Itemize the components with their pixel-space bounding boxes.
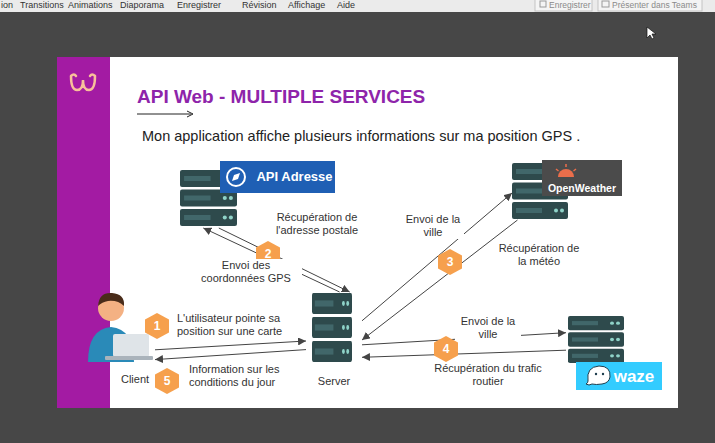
slide: [57, 57, 678, 408]
edge-label: L'utilisateur pointe sa position sur une…: [176, 312, 312, 338]
waze-eye: [595, 373, 597, 375]
waze-icon: [586, 366, 610, 385]
node-text: waze: [606, 362, 662, 392]
menu-item: Aide: [337, 0, 355, 11]
connector-arrow: [155, 341, 306, 350]
openweather-ray: [565, 164, 567, 167]
openweather-label-box: [542, 160, 622, 196]
connector-arrow: [155, 350, 306, 360]
subtitle: Mon application affiche plusieurs inform…: [142, 128, 580, 145]
edge-label: Envoi de la ville: [402, 213, 464, 239]
mouse-cursor: [647, 27, 656, 39]
edge-label: Récupération de l'adresse postale: [268, 211, 366, 237]
person-hair: [98, 293, 124, 306]
node-text: API Adresse: [254, 161, 335, 193]
laptop-screen: [113, 334, 149, 357]
laptop-base: [105, 356, 153, 360]
button-label: Enregistrer: [549, 0, 591, 11]
compass-needle: [232, 173, 240, 181]
connector-arrow: [362, 193, 512, 321]
edge-label: Envoi de la ville: [455, 315, 521, 341]
edge-label: Récupération de la météo: [497, 242, 581, 268]
connector-arrow: [362, 350, 566, 357]
title-arrow-head: [187, 111, 193, 117]
node-text: Server: [306, 375, 362, 388]
menu-item: Transitions: [20, 0, 64, 11]
menu-item: Révision: [242, 0, 277, 11]
waze-eye: [602, 373, 604, 375]
service-node: waze: [566, 316, 663, 392]
save-button: [535, 0, 592, 11]
teams-icon: [602, 1, 609, 7]
edge-label: Récupération du trafic routier: [424, 362, 552, 388]
menu-item: Diaporama: [120, 0, 164, 11]
openweather-ray: [556, 169, 559, 171]
server-icon: [312, 293, 352, 362]
edge-label: Envoi des coordonnées GPS: [190, 259, 302, 285]
client-node: Client: [85, 290, 155, 388]
node-text: Client: [115, 373, 155, 386]
logo: [71, 75, 95, 91]
menu-item: Animations: [68, 0, 113, 11]
button-label: Présenter dans Teams: [612, 0, 697, 11]
api-label-box: [220, 161, 335, 193]
server-icon: [568, 316, 624, 363]
save-icon: [540, 1, 546, 7]
menu-item: ion: [1, 0, 13, 11]
menu-item: Enregistrer: [177, 0, 221, 11]
node-text: OpenWeather: [542, 181, 622, 195]
title-arrow: [137, 114, 191, 115]
openweather-ray: [574, 169, 577, 171]
teams-button: [598, 0, 702, 11]
slide-title: API Web - MULTIPLE SERVICES: [137, 86, 425, 109]
openweather-icon: [558, 169, 574, 177]
service-node: OpenWeather: [512, 160, 622, 220]
compass-icon: [227, 168, 245, 186]
server-node: Server: [306, 292, 362, 388]
menu-item: Affichage: [288, 0, 325, 11]
edge-label: Information sur les conditions du jour: [188, 363, 294, 389]
